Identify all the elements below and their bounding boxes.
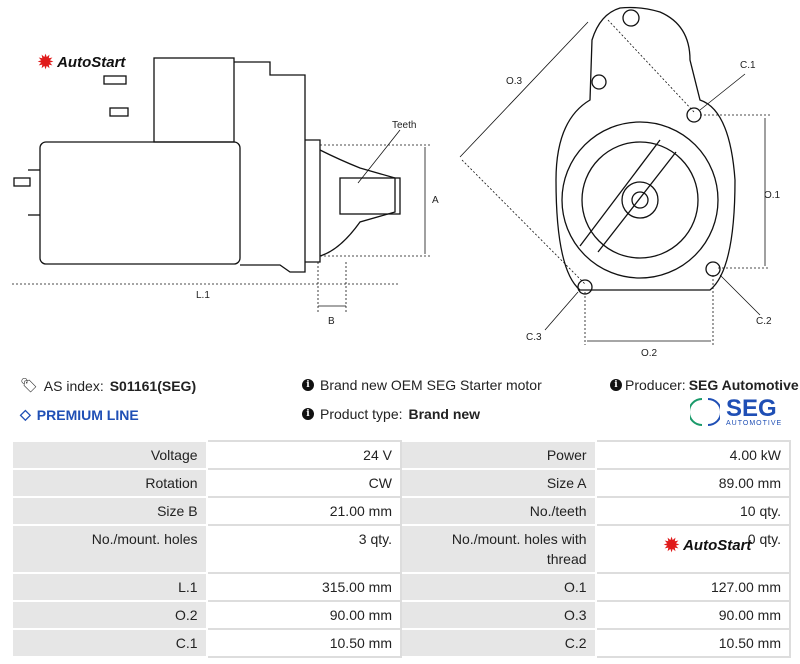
logo-text: AutoStart [57, 54, 126, 71]
spec-value: 4.00 kW [594, 440, 792, 470]
spec-value: CW [205, 468, 402, 498]
spec-value: 10.50 mm [594, 628, 792, 658]
starter-motor-technical-drawing: Teeth A B L.1 O.1 O.2 O.3 C.1 C.2 C.3 [12, 6, 781, 359]
spec-label: No./teeth [399, 496, 597, 526]
description-text: Brand new OEM SEG Starter motor [320, 377, 542, 393]
spec-label: Size B [11, 496, 208, 526]
spec-label: C.2 [399, 628, 597, 658]
autostart-logo-icon: ✹ [664, 535, 680, 555]
spec-label: C.1 [11, 628, 208, 658]
info-icon: i [302, 408, 314, 420]
spec-value: 127.00 mm [594, 572, 792, 602]
as-index-label: AS index: [43, 377, 104, 394]
spec-label: Power [399, 440, 597, 470]
tag-icon: 🏷 [20, 377, 38, 393]
autostart-logo-icon: ✹ [38, 52, 54, 72]
seg-logo-sub: AUTOMOTIVE [726, 419, 783, 427]
label-l1: L.1 [196, 290, 210, 301]
seg-logo-name: SEG [726, 394, 777, 422]
label-c3: C.3 [526, 332, 542, 343]
description: i Brand new OEM SEG Starter motor [302, 377, 542, 393]
spec-label: O.3 [399, 600, 597, 630]
spec-value: 21.00 mm [205, 496, 402, 526]
label-o1: O.1 [764, 190, 781, 201]
as-index: 🏷 AS index: S01161(SEG) [20, 377, 196, 394]
spec-value: 315.00 mm [205, 572, 402, 602]
spec-value: 90.00 mm [205, 600, 402, 630]
autostart-logo: ✹AutoStart [38, 52, 125, 73]
label-o3: O.3 [506, 76, 523, 87]
label-c1: C.1 [740, 60, 756, 71]
product-type: i Product type: Brand new [302, 406, 480, 422]
logo-text: AutoStart [683, 537, 752, 554]
producer-label: Producer: [625, 377, 686, 393]
spec-value: 0 qty. [594, 524, 792, 574]
product-type-value: Brand new [408, 406, 481, 422]
spec-value: 3 qty. [205, 524, 402, 574]
spec-label: O.2 [11, 600, 208, 630]
seg-ring-icon [690, 398, 720, 426]
spec-value: 90.00 mm [594, 600, 792, 630]
side-view [12, 57, 430, 312]
product-type-label: Product type: [320, 406, 403, 422]
spec-label: Voltage [11, 440, 208, 470]
diamond-icon: ◇ [20, 406, 31, 422]
spec-label: Rotation [11, 468, 208, 498]
spec-label: No./mount. holes [11, 524, 208, 574]
as-index-value: S01161(SEG) [109, 377, 197, 394]
label-b: B [328, 316, 335, 327]
spec-value: 10 qty. [594, 496, 792, 526]
label-teeth: Teeth [392, 120, 416, 131]
front-view [459, 6, 770, 345]
label-o2: O.2 [641, 348, 658, 359]
label-c2: C.2 [756, 316, 772, 327]
spec-label: L.1 [11, 572, 208, 602]
label-a: A [432, 195, 439, 206]
spec-value: 10.50 mm [205, 628, 402, 658]
producer-value: SEG Automotive [688, 377, 799, 393]
premium-label: PREMIUM LINE [36, 406, 139, 423]
info-icon: i [302, 379, 314, 391]
autostart-watermark-logo: ✹AutoStart [664, 535, 751, 556]
spec-label: O.1 [399, 572, 597, 602]
spec-value: 24 V [205, 440, 402, 470]
info-icon: i [610, 379, 622, 391]
spec-label: No./mount. holes with thread [399, 524, 597, 574]
spec-value: 89.00 mm [594, 468, 792, 498]
premium-line-badge: ◇ PREMIUM LINE [20, 406, 139, 423]
spec-label: Size A [399, 468, 597, 498]
